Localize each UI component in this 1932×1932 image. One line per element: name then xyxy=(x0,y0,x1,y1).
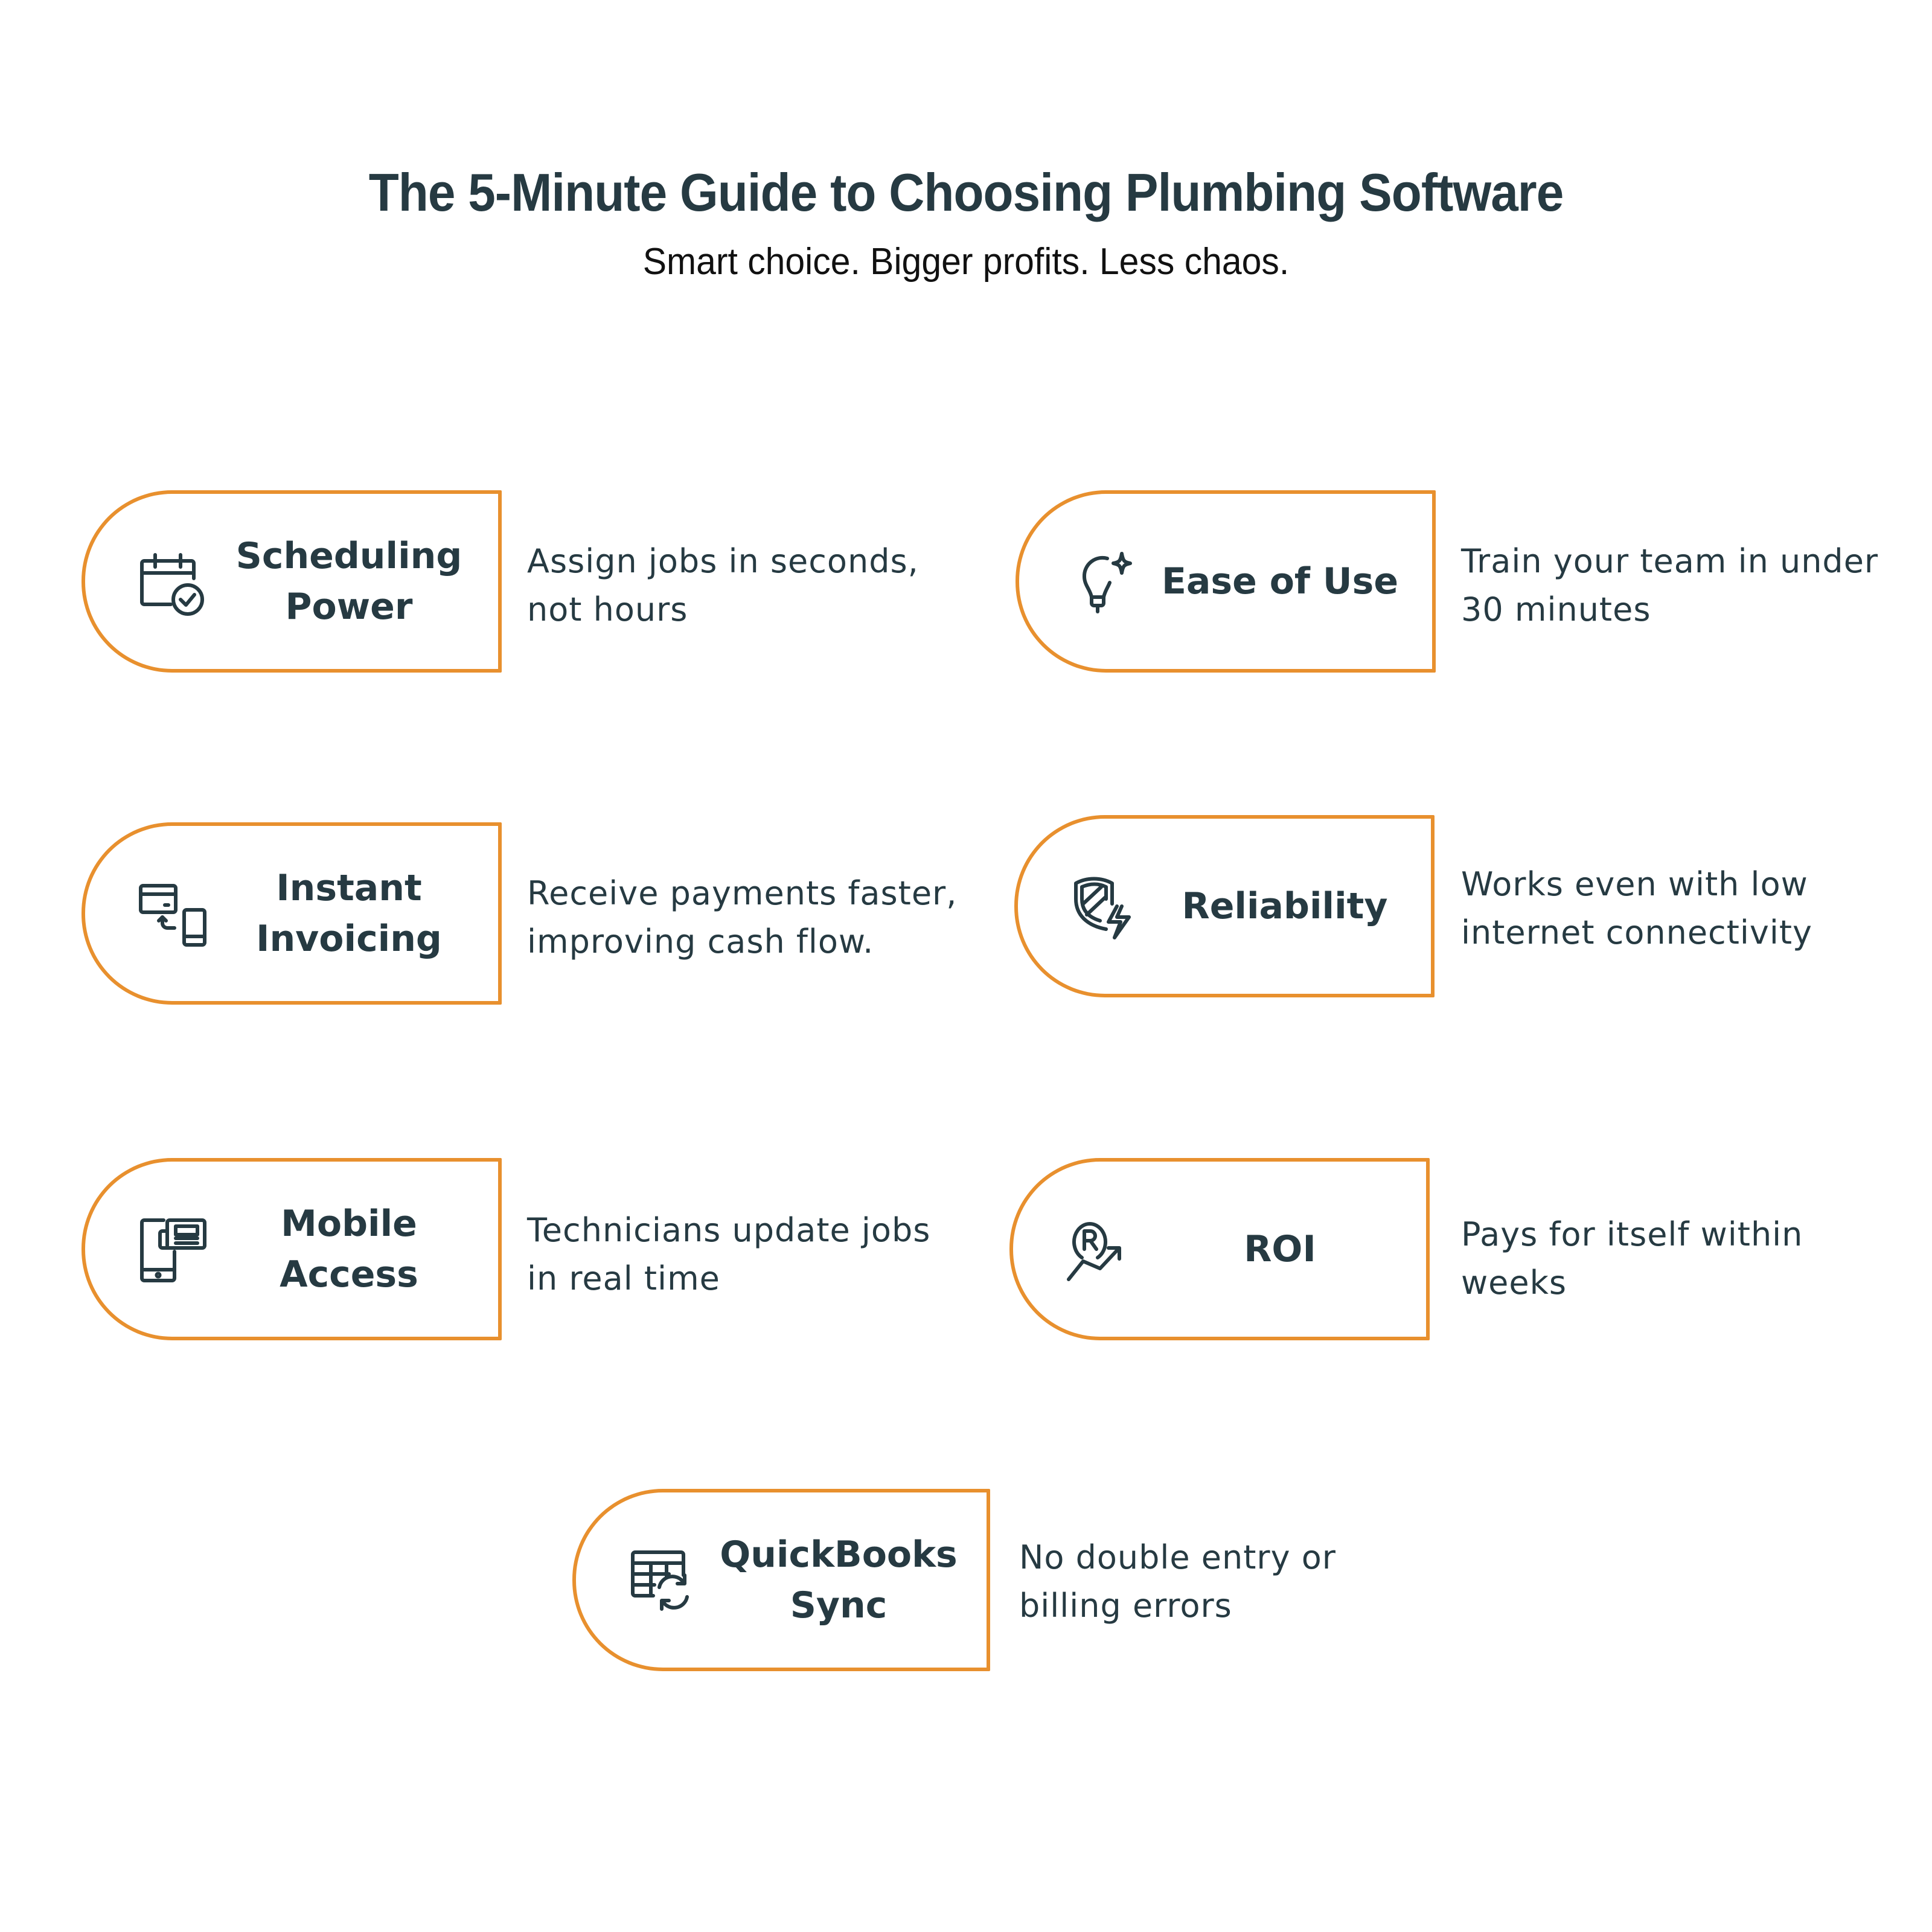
feature-description: Train your team in under 30 minutes xyxy=(1461,542,1879,629)
feature-label: Reliability xyxy=(1182,885,1388,927)
feature-label: Scheduling Power xyxy=(235,535,462,628)
feature-description: Receive payments faster, improving cash … xyxy=(527,874,958,961)
feature-card-roi: ROI xyxy=(1009,1158,1430,1340)
feature-description: Pays for itself within weeks xyxy=(1461,1215,1803,1302)
mobile-document-icon xyxy=(136,1213,208,1285)
page-subtitle: Smart choice. Bigger profits. Less chaos… xyxy=(642,241,1290,283)
feature-description: Works even with low internet connectivit… xyxy=(1461,865,1813,952)
feature-description: Technicians update jobs in real time xyxy=(527,1211,931,1297)
lightbulb-sparkle-icon xyxy=(1070,545,1142,618)
spreadsheet-sync-icon xyxy=(627,1544,699,1616)
shield-lightning-icon xyxy=(1069,870,1141,942)
feature-card-ease-of-use: Ease of Use xyxy=(1016,490,1436,673)
calendar-check-icon xyxy=(136,545,208,618)
feature-description: Assign jobs in seconds, not hours xyxy=(527,542,919,629)
feature-card-instant-invoicing: Instant Invoicing xyxy=(82,822,502,1005)
currency-trend-up-icon xyxy=(1064,1213,1136,1285)
feature-card-reliability: Reliability xyxy=(1014,815,1435,997)
feature-card-quickbooks-sync: QuickBooks Sync xyxy=(572,1489,990,1671)
feature-card-scheduling-power: Scheduling Power xyxy=(82,490,502,673)
feature-card-mobile-access: Mobile Access xyxy=(82,1158,502,1340)
feature-description: No double entry or billing errors xyxy=(1019,1538,1336,1625)
feature-label: ROI xyxy=(1244,1228,1316,1270)
card-to-phone-payment-icon xyxy=(136,877,208,950)
feature-label: QuickBooks Sync xyxy=(720,1534,958,1627)
feature-label: Mobile Access xyxy=(280,1203,418,1296)
feature-label: Ease of Use xyxy=(1161,560,1399,603)
feature-label: Instant Invoicing xyxy=(256,867,442,960)
page-title: The 5-Minute Guide to Choosing Plumbing … xyxy=(368,162,1564,222)
